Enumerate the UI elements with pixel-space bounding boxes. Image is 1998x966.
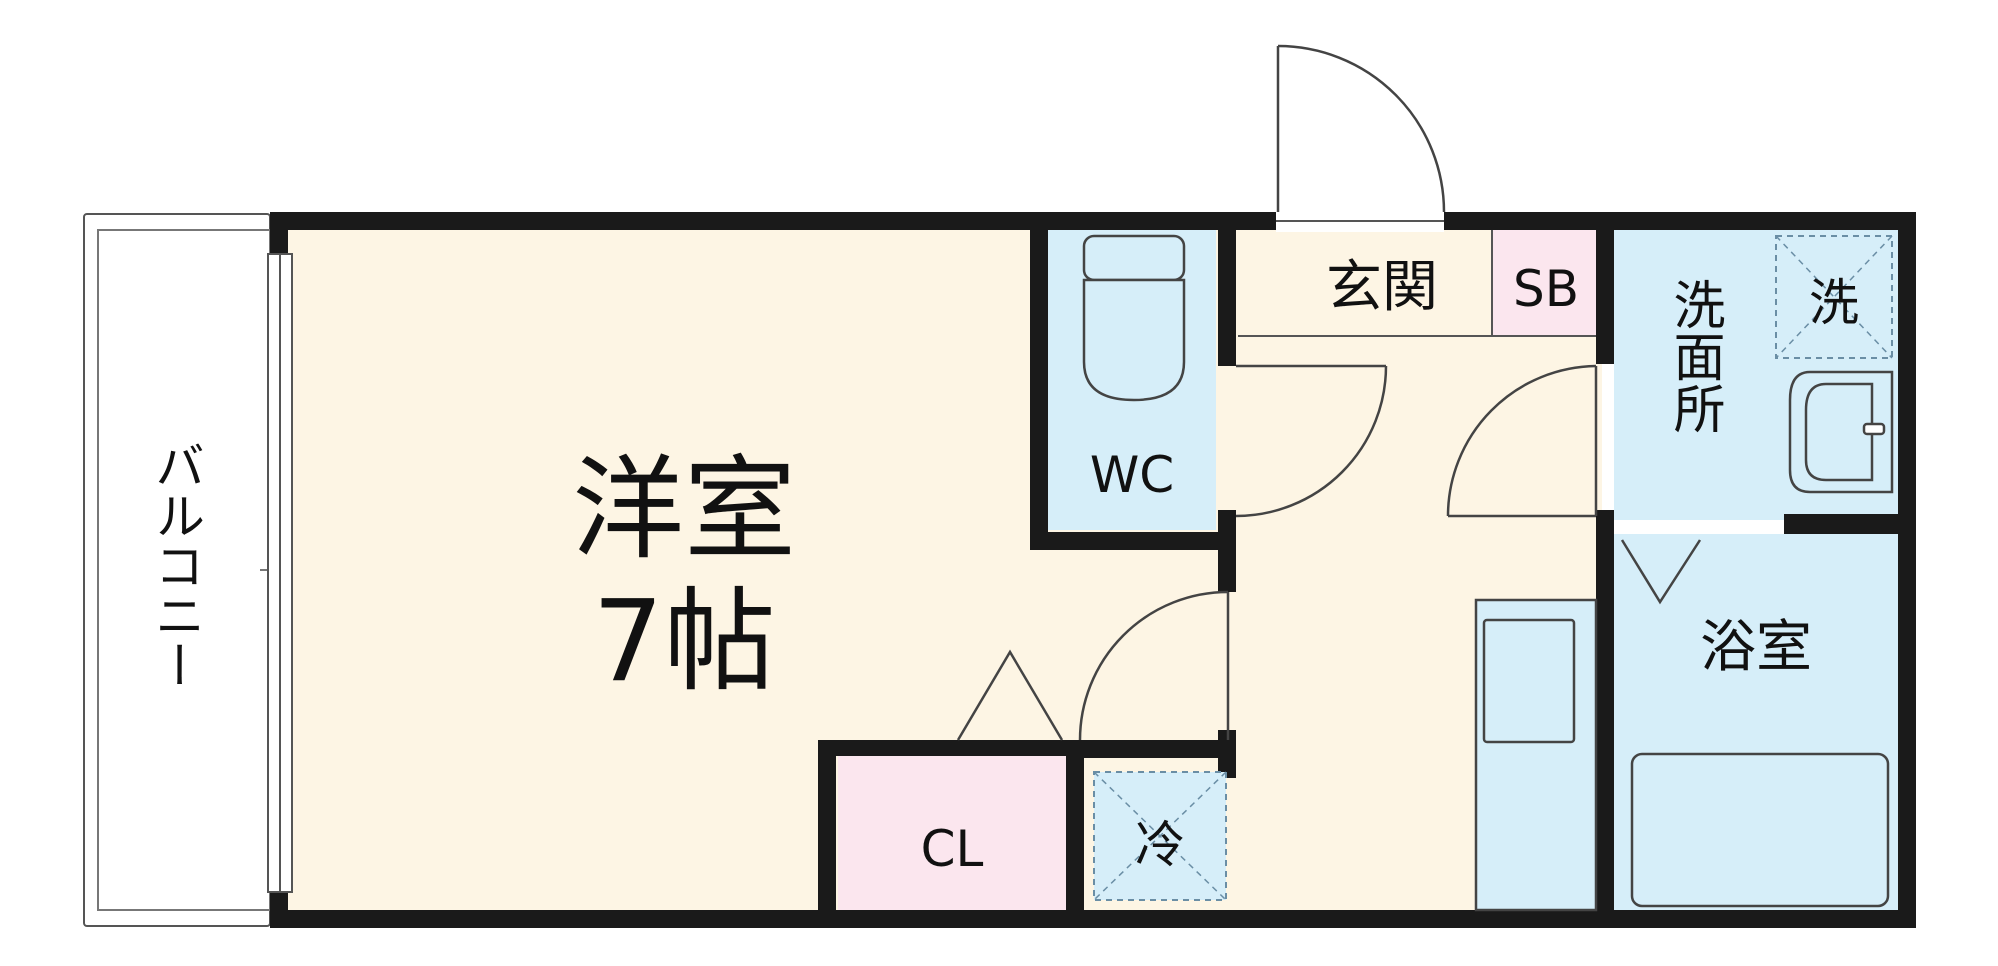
doors — [956, 44, 1702, 741]
western-room-size: 7帖 — [592, 577, 775, 707]
kitchen-counter — [1474, 598, 1598, 912]
shoe-box-label: SB — [1513, 260, 1579, 318]
window — [267, 253, 293, 893]
wc-label: WC — [1090, 446, 1174, 504]
fridge-label: 冷 — [1135, 816, 1185, 874]
shoe-box-floor — [1492, 230, 1598, 336]
fridge-space — [1093, 771, 1227, 901]
balcony-label: バルコニー — [147, 440, 205, 690]
balcony — [83, 213, 298, 927]
washer-space — [1775, 235, 1893, 359]
toilet-icon — [1082, 234, 1186, 402]
washroom-label: 洗面所 — [1664, 278, 1724, 434]
bathtub-icon — [1630, 752, 1890, 908]
closet-label: CL — [921, 820, 984, 878]
washbasin-icon — [1788, 370, 1894, 494]
closet-floor — [838, 756, 1066, 910]
washer-label: 洗 — [1809, 274, 1859, 332]
western-room-label: 洋室 — [572, 445, 796, 575]
bathroom-label: 浴室 — [1700, 615, 1812, 680]
entrance-label: 玄関 — [1326, 255, 1438, 320]
